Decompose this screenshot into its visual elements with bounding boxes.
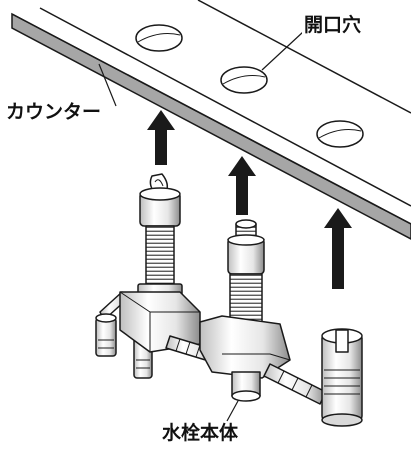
faucet-body-label: 水栓本体 [160, 422, 241, 444]
opening-hole-1 [135, 24, 183, 52]
arrow-up-icon-2 [228, 156, 256, 215]
connecting-pipe-right [263, 363, 327, 405]
arrow-up-icon-1 [147, 110, 175, 165]
right-socket [321, 328, 363, 427]
opening-hole-label: 開口穴 [302, 14, 364, 36]
center-valve-body [199, 315, 291, 402]
counter-label: カウンター [6, 101, 102, 123]
opening-hole-3 [316, 120, 364, 148]
opening-hole-leader [261, 31, 304, 71]
counter-leader [98, 63, 117, 107]
opening-hole-2 [220, 66, 268, 94]
faucet-body [95, 173, 363, 427]
left-cartridge [137, 173, 183, 311]
arrow-up-icon-3 [324, 208, 352, 289]
counter-slab [11, 0, 411, 240]
left-inlet [95, 291, 127, 357]
